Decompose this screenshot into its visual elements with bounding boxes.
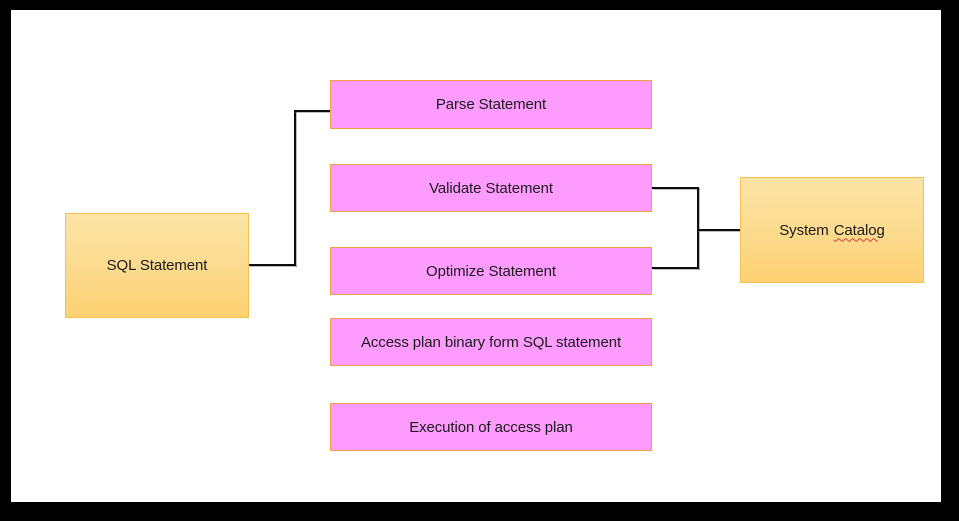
node-system-catalog-label: System Catalog (779, 221, 885, 239)
node-parse-statement: Parse Statement (330, 80, 652, 129)
diagram-canvas: SQL Statement Parse Statement Validate S… (11, 10, 941, 502)
connector-sql-to-parse-segment-3 (294, 110, 330, 112)
node-system-catalog: System Catalog (740, 177, 924, 283)
node-parse-statement-label: Parse Statement (435, 96, 547, 113)
system-catalog-word-2-spellcheck: Catalog (833, 221, 885, 239)
connector-to-system-catalog (697, 229, 740, 231)
connector-optimize-to-catalog-segment (652, 267, 699, 269)
node-execution-access-plan-label: Execution of access plan (409, 418, 573, 436)
node-validate-statement: Validate Statement (330, 164, 652, 212)
node-access-plan-label: Access plan binary form SQL statement (360, 333, 622, 351)
connector-sql-to-parse-segment-1 (249, 264, 296, 266)
connector-sql-to-parse-segment-2 (294, 110, 296, 266)
node-validate-statement-label: Validate Statement (429, 179, 553, 197)
node-sql-statement-label: SQL Statement (106, 257, 208, 274)
node-optimize-statement-label: Optimize Statement (426, 262, 556, 280)
connector-catalog-join-vertical (697, 187, 699, 269)
node-access-plan: Access plan binary form SQL statement (330, 318, 652, 366)
node-sql-statement: SQL Statement (65, 213, 249, 318)
connector-validate-to-catalog-segment (652, 187, 699, 189)
system-catalog-word-1: System (779, 221, 829, 239)
node-optimize-statement: Optimize Statement (330, 247, 652, 295)
node-execution-access-plan: Execution of access plan (330, 403, 652, 451)
